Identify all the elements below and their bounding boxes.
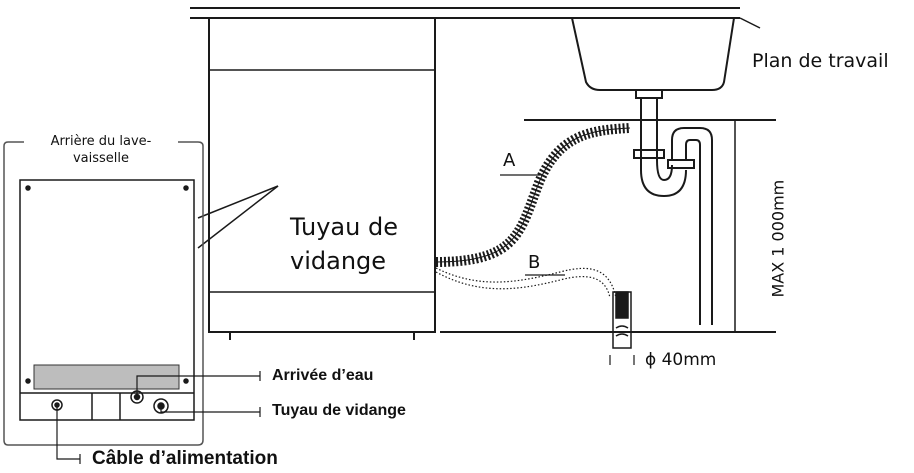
max-height-dimension — [730, 119, 740, 333]
power-cable-label: Câble d’alimentation — [92, 448, 278, 469]
hose-a — [435, 123, 631, 267]
siphon-trap — [633, 120, 713, 325]
back-panel-frame — [3, 141, 204, 446]
hose-b — [435, 267, 617, 299]
hose-a-label: A — [503, 150, 516, 171]
back-panel-title: Arrière du lave-vaisselle — [26, 133, 176, 167]
drain-hose-main-label: Tuyau de vidange — [290, 213, 398, 275]
floor-lines — [440, 119, 776, 333]
dishwasher-body — [208, 17, 436, 340]
hose-b-label: B — [528, 252, 541, 273]
label-leaders — [56, 371, 261, 464]
worktop-label: Plan de travail — [752, 50, 889, 72]
drain-hose-small-label: Tuyau de vidange — [272, 402, 406, 419]
dishwasher-back — [19, 179, 195, 421]
back-grille — [33, 364, 180, 390]
sink — [571, 17, 735, 120]
diameter-tick — [609, 355, 635, 365]
water-inlet-label: Arrivée d’eau — [272, 367, 374, 384]
diameter-label: ϕ 40mm — [645, 350, 717, 370]
hose-label-leaders — [500, 174, 565, 276]
callout-pointer — [197, 185, 279, 249]
standpipe-b — [612, 291, 632, 349]
back-connectors — [51, 390, 169, 420]
max-height-label: MAX 1 000mm — [768, 179, 788, 298]
